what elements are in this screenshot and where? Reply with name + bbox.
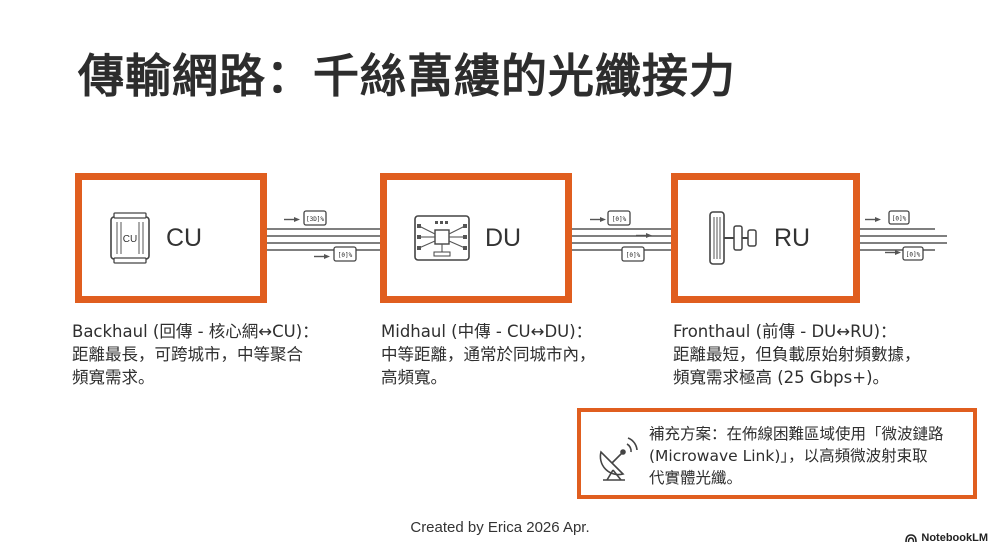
svg-text:[0]%: [0]% (906, 252, 921, 259)
brand-name: NotebookLM (921, 532, 988, 544)
fronthaul-line: 距離最短，但負載原始射頻數據， (673, 345, 921, 364)
ru-label: RU (774, 223, 811, 252)
du-label: DU (485, 223, 522, 252)
cu-label: CU (166, 223, 203, 252)
svg-text:[3D]%: [3D]% (306, 216, 324, 223)
supplement-line: 代實體光纖。 (649, 469, 743, 487)
svg-text:[0]%: [0]% (338, 252, 353, 259)
midhaul-line: 中等距離，通常於同城市內， (381, 345, 596, 364)
brand-logo: NotebookLM (905, 532, 988, 544)
midhaul-line: 高頻寬。 (381, 368, 447, 387)
packet-icon: [0]% (621, 246, 645, 262)
midhaul-heading: Midhaul (中傳 - CU↔DU)： (381, 322, 593, 341)
packet-icon: [3D]% (303, 210, 327, 226)
du-node: DU (380, 173, 572, 303)
ru-node: RU (671, 173, 860, 303)
backhaul-description: Backhaul (回傳 - 核心網↔CU)： 距離最長，可跨城市，中等聚合 頻… (72, 320, 362, 389)
supplement-line: 補充方案：在佈線困難區域使用「微波鏈路 (649, 425, 944, 443)
packet-icon: [0]% (607, 210, 631, 226)
footer-credit: Created by Erica 2026 Apr. (410, 519, 590, 536)
backhaul-heading: Backhaul (回傳 - 核心網↔CU)： (72, 322, 319, 341)
svg-text:[0]%: [0]% (626, 252, 641, 259)
fronthaul-heading: Fronthaul (前傳 - DU↔RU)： (673, 322, 897, 341)
supplement-line: (Microwave Link)」，以高頻微波射束取 (649, 447, 928, 465)
cu-node: CU CU (75, 173, 267, 303)
backhaul-line: 頻寬需求。 (72, 368, 155, 387)
ru-antenna-icon (709, 211, 757, 265)
cu-server-icon: CU (110, 212, 150, 264)
supplement-text: 補充方案：在佈線困難區域使用「微波鏈路 (Microwave Link)」，以高… (649, 423, 969, 489)
du-board-icon (414, 215, 470, 261)
svg-text:[0]%: [0]% (892, 216, 907, 223)
supplement-box: 補充方案：在佈線困難區域使用「微波鏈路 (Microwave Link)」，以高… (577, 408, 977, 499)
fronthaul-line: 頻寬需求極高 (25 Gbps+)。 (673, 368, 890, 387)
svg-text:CU: CU (123, 234, 137, 245)
midhaul-description: Midhaul (中傳 - CU↔DU)： 中等距離，通常於同城市內， 高頻寬。 (381, 320, 651, 389)
satellite-dish-icon (599, 437, 638, 481)
midhaul-link: [0]% [0]% (566, 210, 676, 262)
svg-text:[0]%: [0]% (612, 216, 627, 223)
packet-icon: [0]% (902, 246, 924, 261)
page-title: 傳輸網路：千絲萬縷的光纖接力 (78, 49, 736, 103)
packet-icon: [0]% (333, 246, 357, 262)
packet-icon: [0]% (888, 210, 910, 225)
fronthaul-description: Fronthaul (前傳 - DU↔RU)： 距離最短，但負載原始射頻數據， … (673, 320, 973, 389)
backhaul-link: [3D]% [0]% (262, 210, 386, 262)
backhaul-line: 距離最長，可跨城市，中等聚合 (72, 345, 303, 364)
notebooklm-icon (905, 534, 918, 543)
fronthaul-link: [0]% [0]% (855, 210, 947, 261)
